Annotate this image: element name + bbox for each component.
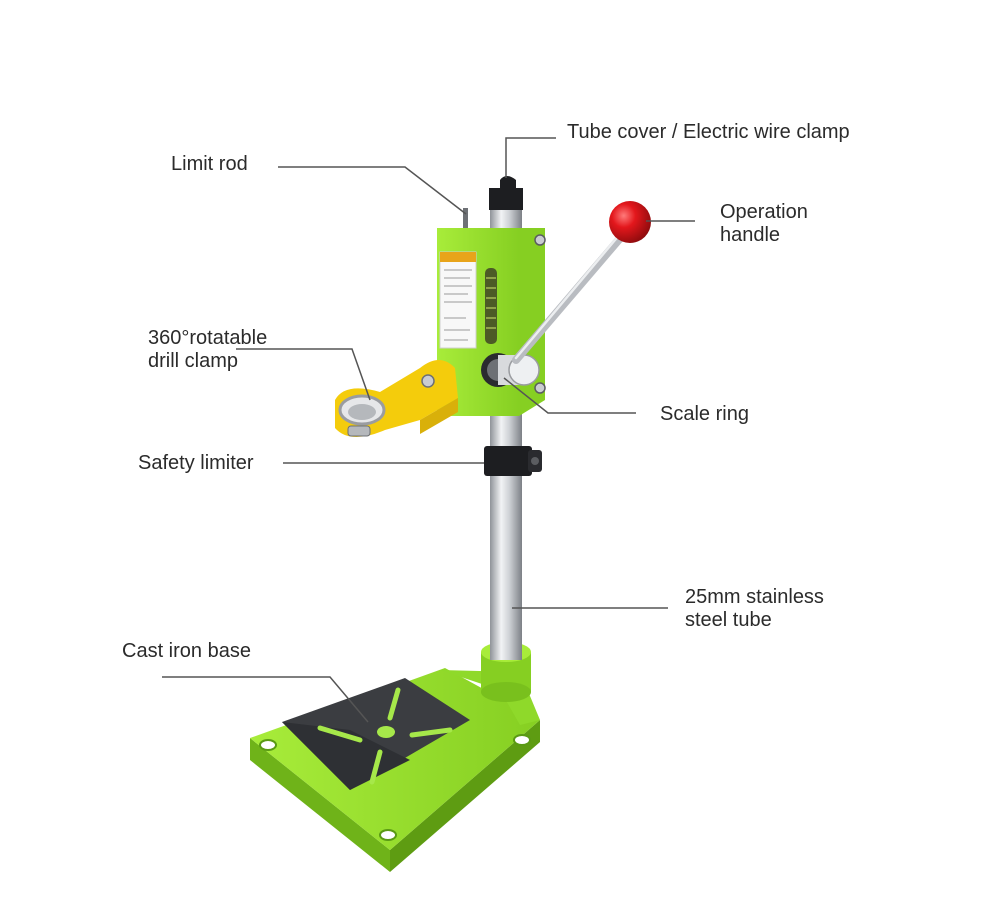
label-base: Cast iron base xyxy=(122,640,251,662)
base-slot xyxy=(369,749,383,785)
handle-knob xyxy=(609,201,651,243)
scale-ring xyxy=(481,353,540,387)
tube-cover-wire-clamp xyxy=(489,176,523,210)
label-tube-cover: Tube cover / Electric wire clamp xyxy=(567,121,850,143)
label-safety-limiter: Safety limiter xyxy=(138,452,254,474)
label-limit-rod: Limit rod xyxy=(171,153,248,175)
screw xyxy=(534,234,546,246)
screw xyxy=(534,382,546,394)
label-operation-handle: Operation handle xyxy=(720,201,808,246)
base-hole xyxy=(259,739,277,751)
leader-lines xyxy=(162,137,695,723)
carriage-label xyxy=(439,251,477,349)
label-steel-tube: 25mm stainless steel tube xyxy=(685,586,824,631)
base-center-hole xyxy=(377,726,395,738)
leader-limit-rod xyxy=(278,166,467,215)
clamp-screw xyxy=(421,374,435,388)
base-slot xyxy=(387,687,401,721)
limit-rod xyxy=(463,208,468,236)
base-slot xyxy=(409,727,453,738)
carriage-rack xyxy=(485,268,497,344)
base-slot xyxy=(317,725,363,743)
base-work-plate-lower xyxy=(282,722,410,790)
clamp-bolt xyxy=(347,425,371,437)
drill-clamp xyxy=(335,360,458,438)
leader-base xyxy=(162,676,369,723)
operation-handle xyxy=(512,201,651,364)
label-drill-clamp: 360°rotatable drill clamp xyxy=(148,327,268,372)
leader-scale-ring xyxy=(503,377,636,414)
leader-tube-cover xyxy=(505,137,556,178)
cast-iron-base xyxy=(250,668,540,872)
base-side-right xyxy=(390,720,540,872)
label-scale-ring: Scale ring xyxy=(660,403,749,425)
safety-limiter xyxy=(484,446,542,476)
base-side-left xyxy=(250,738,390,872)
base-hole xyxy=(513,734,531,746)
leader-drill-clamp xyxy=(236,348,371,401)
base-hole xyxy=(379,829,397,841)
